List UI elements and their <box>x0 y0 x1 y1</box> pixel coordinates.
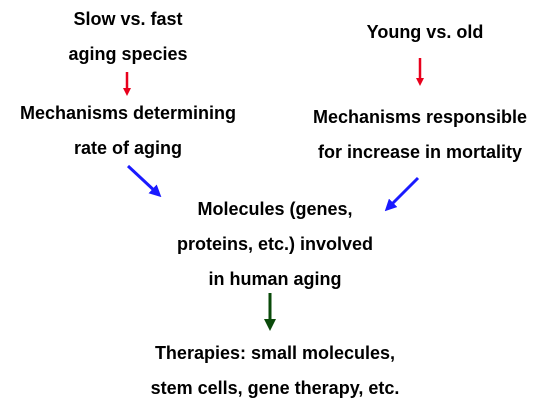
node-slow-vs-fast-line1: Slow vs. fast <box>73 9 183 29</box>
node-slow-vs-fast: Slow vs. fast aging species <box>28 2 228 72</box>
node-molecules-line3: in human aging <box>208 269 342 289</box>
node-young-vs-old: Young vs. old <box>325 15 525 50</box>
node-therapies-line1: Therapies: small molecules, <box>154 343 396 363</box>
arrow-mech-mortality-to-molecules <box>384 176 420 212</box>
node-mechanisms-mortality: Mechanisms responsible for increase in m… <box>290 100 550 170</box>
node-mechanisms-rate: Mechanisms determining rate of aging <box>0 96 256 166</box>
node-mechanisms-rate-line1: Mechanisms determining <box>19 103 237 123</box>
node-molecules-line1: Molecules (genes, <box>197 199 353 219</box>
node-therapies-line2: stem cells, gene therapy, etc. <box>150 378 400 398</box>
node-mechanisms-rate-line2: rate of aging <box>73 138 182 158</box>
node-molecules-line2: proteins, etc.) involved <box>176 234 374 254</box>
arrow-mech-rate-to-molecules <box>126 164 162 198</box>
node-slow-vs-fast-line2: aging species <box>68 44 188 64</box>
node-molecules: Molecules (genes, proteins, etc.) involv… <box>145 192 405 297</box>
node-mechanisms-mortality-line1: Mechanisms responsible <box>312 107 528 127</box>
node-therapies: Therapies: small molecules, stem cells, … <box>115 336 435 406</box>
node-young-vs-old-line1: Young vs. old <box>366 22 484 42</box>
node-mechanisms-mortality-line2: for increase in mortality <box>317 142 523 162</box>
